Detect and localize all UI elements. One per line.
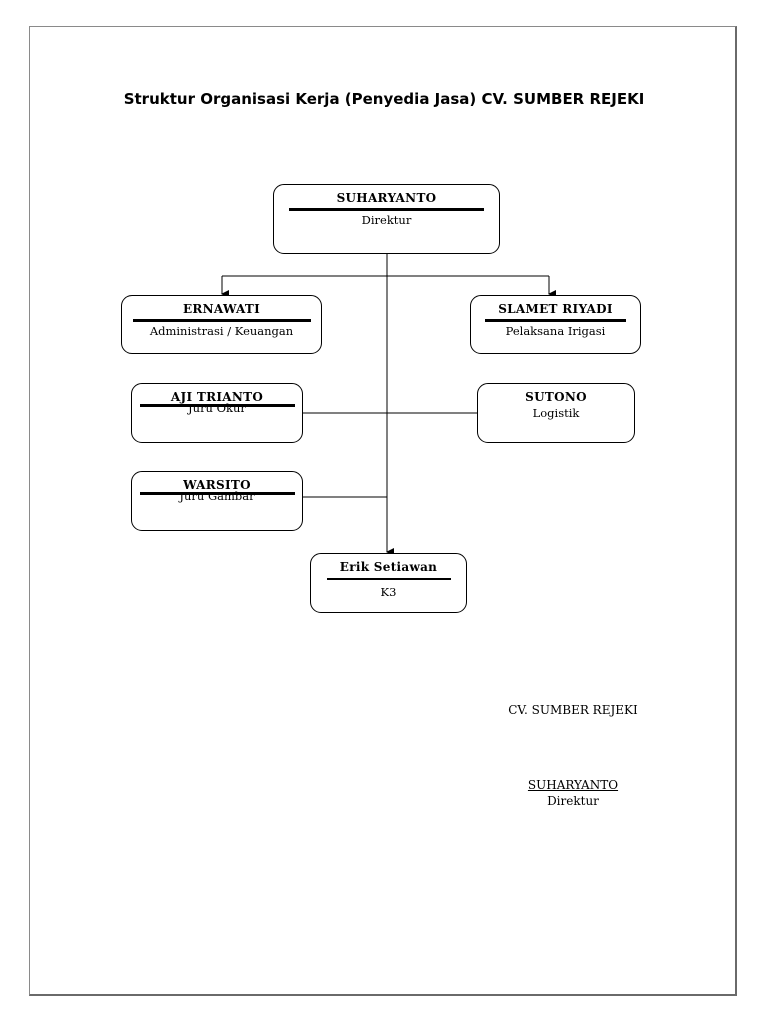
drafter-box: WARSITO Juru Gambar: [131, 471, 303, 531]
surveyor-box: AJI TRIANTO Juru Okur: [131, 383, 303, 443]
drafter-underline: [139, 492, 295, 495]
surveyor-name: AJI TRIANTO: [170, 390, 264, 404]
admin-underline: [132, 319, 311, 322]
signature-name: SUHARYANTO: [527, 778, 619, 792]
k3-box: Erik Setiawan K3: [310, 553, 467, 613]
k3-name: Erik Setiawan: [339, 560, 438, 574]
admin-box: ERNAWATI Administrasi / Keuangan: [121, 295, 322, 354]
irrigation-name: SLAMET RIYADI: [498, 302, 613, 316]
admin-name: ERNAWATI: [182, 302, 261, 316]
drafter-name: WARSITO: [183, 478, 251, 492]
irrigation-box: SLAMET RIYADI Pelaksana Irigasi: [470, 295, 641, 354]
logistics-box: SUTONO Logistik: [477, 383, 635, 443]
admin-role: Administrasi / Keuangan: [149, 324, 294, 338]
signature-name-wrap: SUHARYANTO: [488, 778, 658, 792]
k3-underline: [326, 578, 451, 580]
signature-company: CV. SUMBER REJEKI: [508, 703, 638, 717]
director-role: Direktur: [361, 213, 412, 227]
director-name: SUHARYANTO: [336, 191, 437, 205]
director-underline: [289, 208, 484, 211]
irrigation-underline: [485, 319, 626, 322]
signature-role: Direktur: [547, 794, 599, 808]
surveyor-underline: [139, 404, 295, 407]
irrigation-role: Pelaksana Irigasi: [505, 324, 606, 338]
logistics-name: SUTONO: [525, 390, 587, 404]
page-title: Struktur Organisasi Kerja (Penyedia Jasa…: [123, 90, 645, 108]
k3-role: K3: [380, 585, 397, 599]
director-box: SUHARYANTO Direktur: [273, 184, 500, 254]
logistics-role: Logistik: [532, 406, 580, 420]
